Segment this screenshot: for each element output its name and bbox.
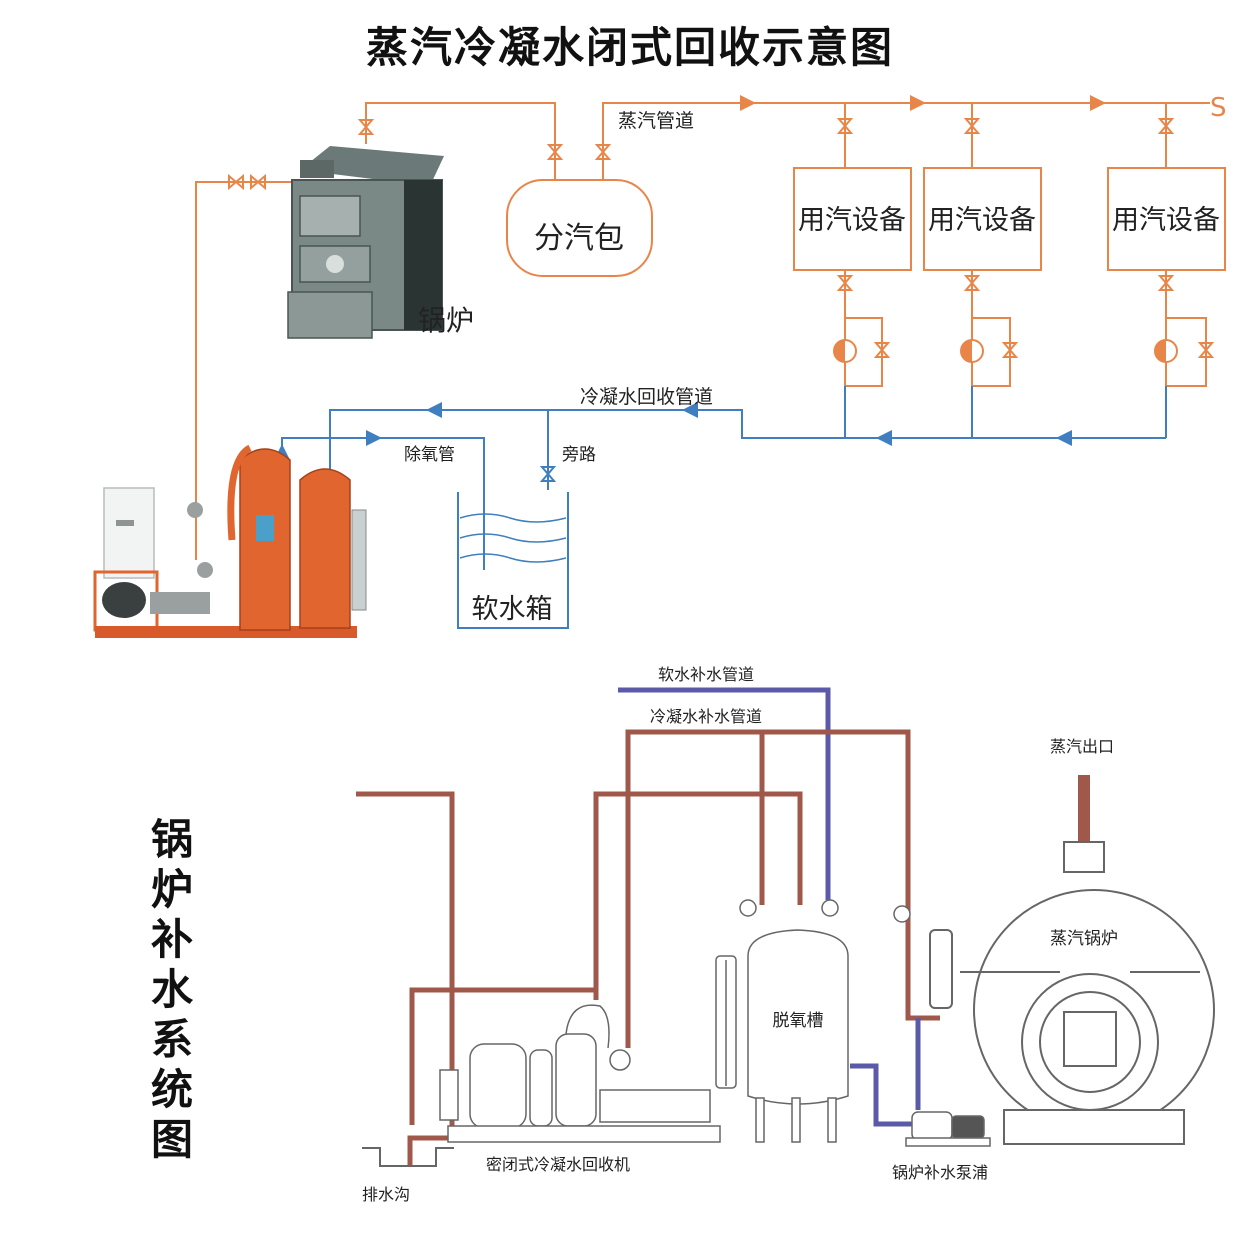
coal-boiler-icon	[287, 146, 444, 339]
feed-pump-icon	[905, 1111, 991, 1147]
deaeration-tank-icon	[715, 899, 911, 1143]
deaerator-pipe-label: 除氧管	[404, 445, 455, 465]
bottom-diagram-title: 锅 炉 补 水 系 统 图	[150, 815, 193, 1164]
soft-water-supply-label: 软水补水管道	[658, 665, 754, 684]
steam-trap-icon	[833, 339, 1178, 363]
condensate-supply-label: 冷凝水补水管道	[650, 707, 762, 726]
steam-header	[506, 179, 653, 277]
condensate-pipe-label: 冷凝水回收管道	[580, 386, 713, 408]
feed-pump-label: 锅炉补水泵浦	[892, 1163, 988, 1182]
steam-pipe-label: 蒸汽管道	[618, 110, 694, 132]
equipment-2-label: 用汽设备	[928, 205, 1036, 236]
drain-ditch-label: 排水沟	[362, 1185, 410, 1204]
steam-outlet-label: 蒸汽出口	[1050, 737, 1114, 756]
boiler-label: 锅炉	[418, 304, 474, 337]
steam-equipment	[793, 167, 1226, 271]
deaeration-tank-label: 脱氧槽	[773, 1011, 824, 1031]
recovery-machine-label: 密闭式冷凝水回收机	[486, 1155, 630, 1174]
steam-end-mark: S	[1210, 93, 1227, 123]
diagram-title: 蒸汽冷凝水闭式回收示意图	[365, 23, 894, 72]
soft-water-tank-label: 软水箱	[472, 594, 553, 625]
steam-boiler-icon	[929, 841, 1215, 1145]
condensate-recovery-unit-icon	[93, 444, 367, 638]
soft-water-tank	[457, 492, 569, 629]
condensate-flow-arrows	[274, 402, 1085, 462]
steam-boiler-label: 蒸汽锅炉	[1050, 929, 1118, 949]
bottom-pipework	[356, 687, 1090, 1166]
steam-header-label: 分汽包	[534, 221, 624, 256]
drain-ditch-icon	[362, 1147, 454, 1167]
equipment-1-label: 用汽设备	[798, 205, 906, 236]
recovery-machine-icon	[439, 1004, 721, 1143]
bypass-label: 旁路	[562, 445, 596, 465]
equipment-3-label: 用汽设备	[1112, 205, 1220, 236]
condensate-pipework	[281, 386, 1167, 570]
